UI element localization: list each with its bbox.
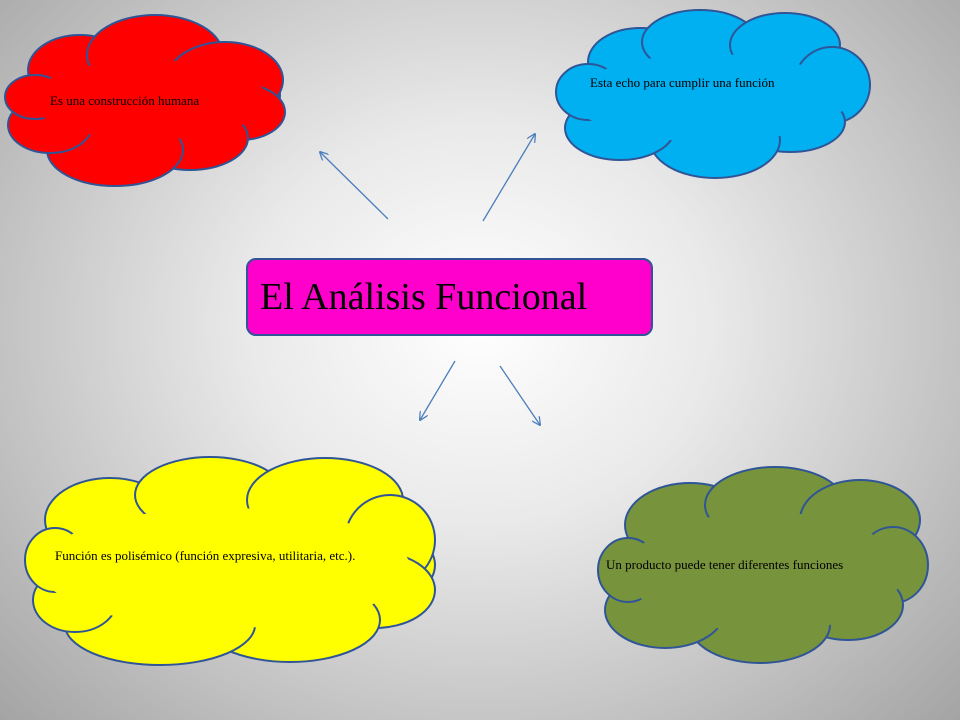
central-title: El Análisis Funcional (260, 276, 588, 318)
cloud-yellow-text: Función es polisémico (función expresiva… (55, 548, 356, 563)
cloud-red[interactable] (4, 14, 286, 187)
central-title-box[interactable]: El Análisis Funcional (246, 258, 653, 336)
arrow-to-red-cloud (320, 152, 389, 220)
cloud-green[interactable] (597, 466, 929, 664)
cloud-blue[interactable] (555, 9, 871, 179)
arrow-to-green-cloud (499, 365, 540, 425)
cloud-green-text: Un producto puede tener diferentes funci… (606, 557, 844, 572)
cloud-blue-text: Esta echo para cumplir una función (590, 75, 775, 90)
arrow-to-yellow-cloud (420, 360, 456, 420)
arrow-to-blue-cloud (482, 134, 535, 222)
cloud-yellow[interactable] (24, 456, 436, 666)
cloud-red-text: Es una construcción humana (50, 93, 200, 108)
